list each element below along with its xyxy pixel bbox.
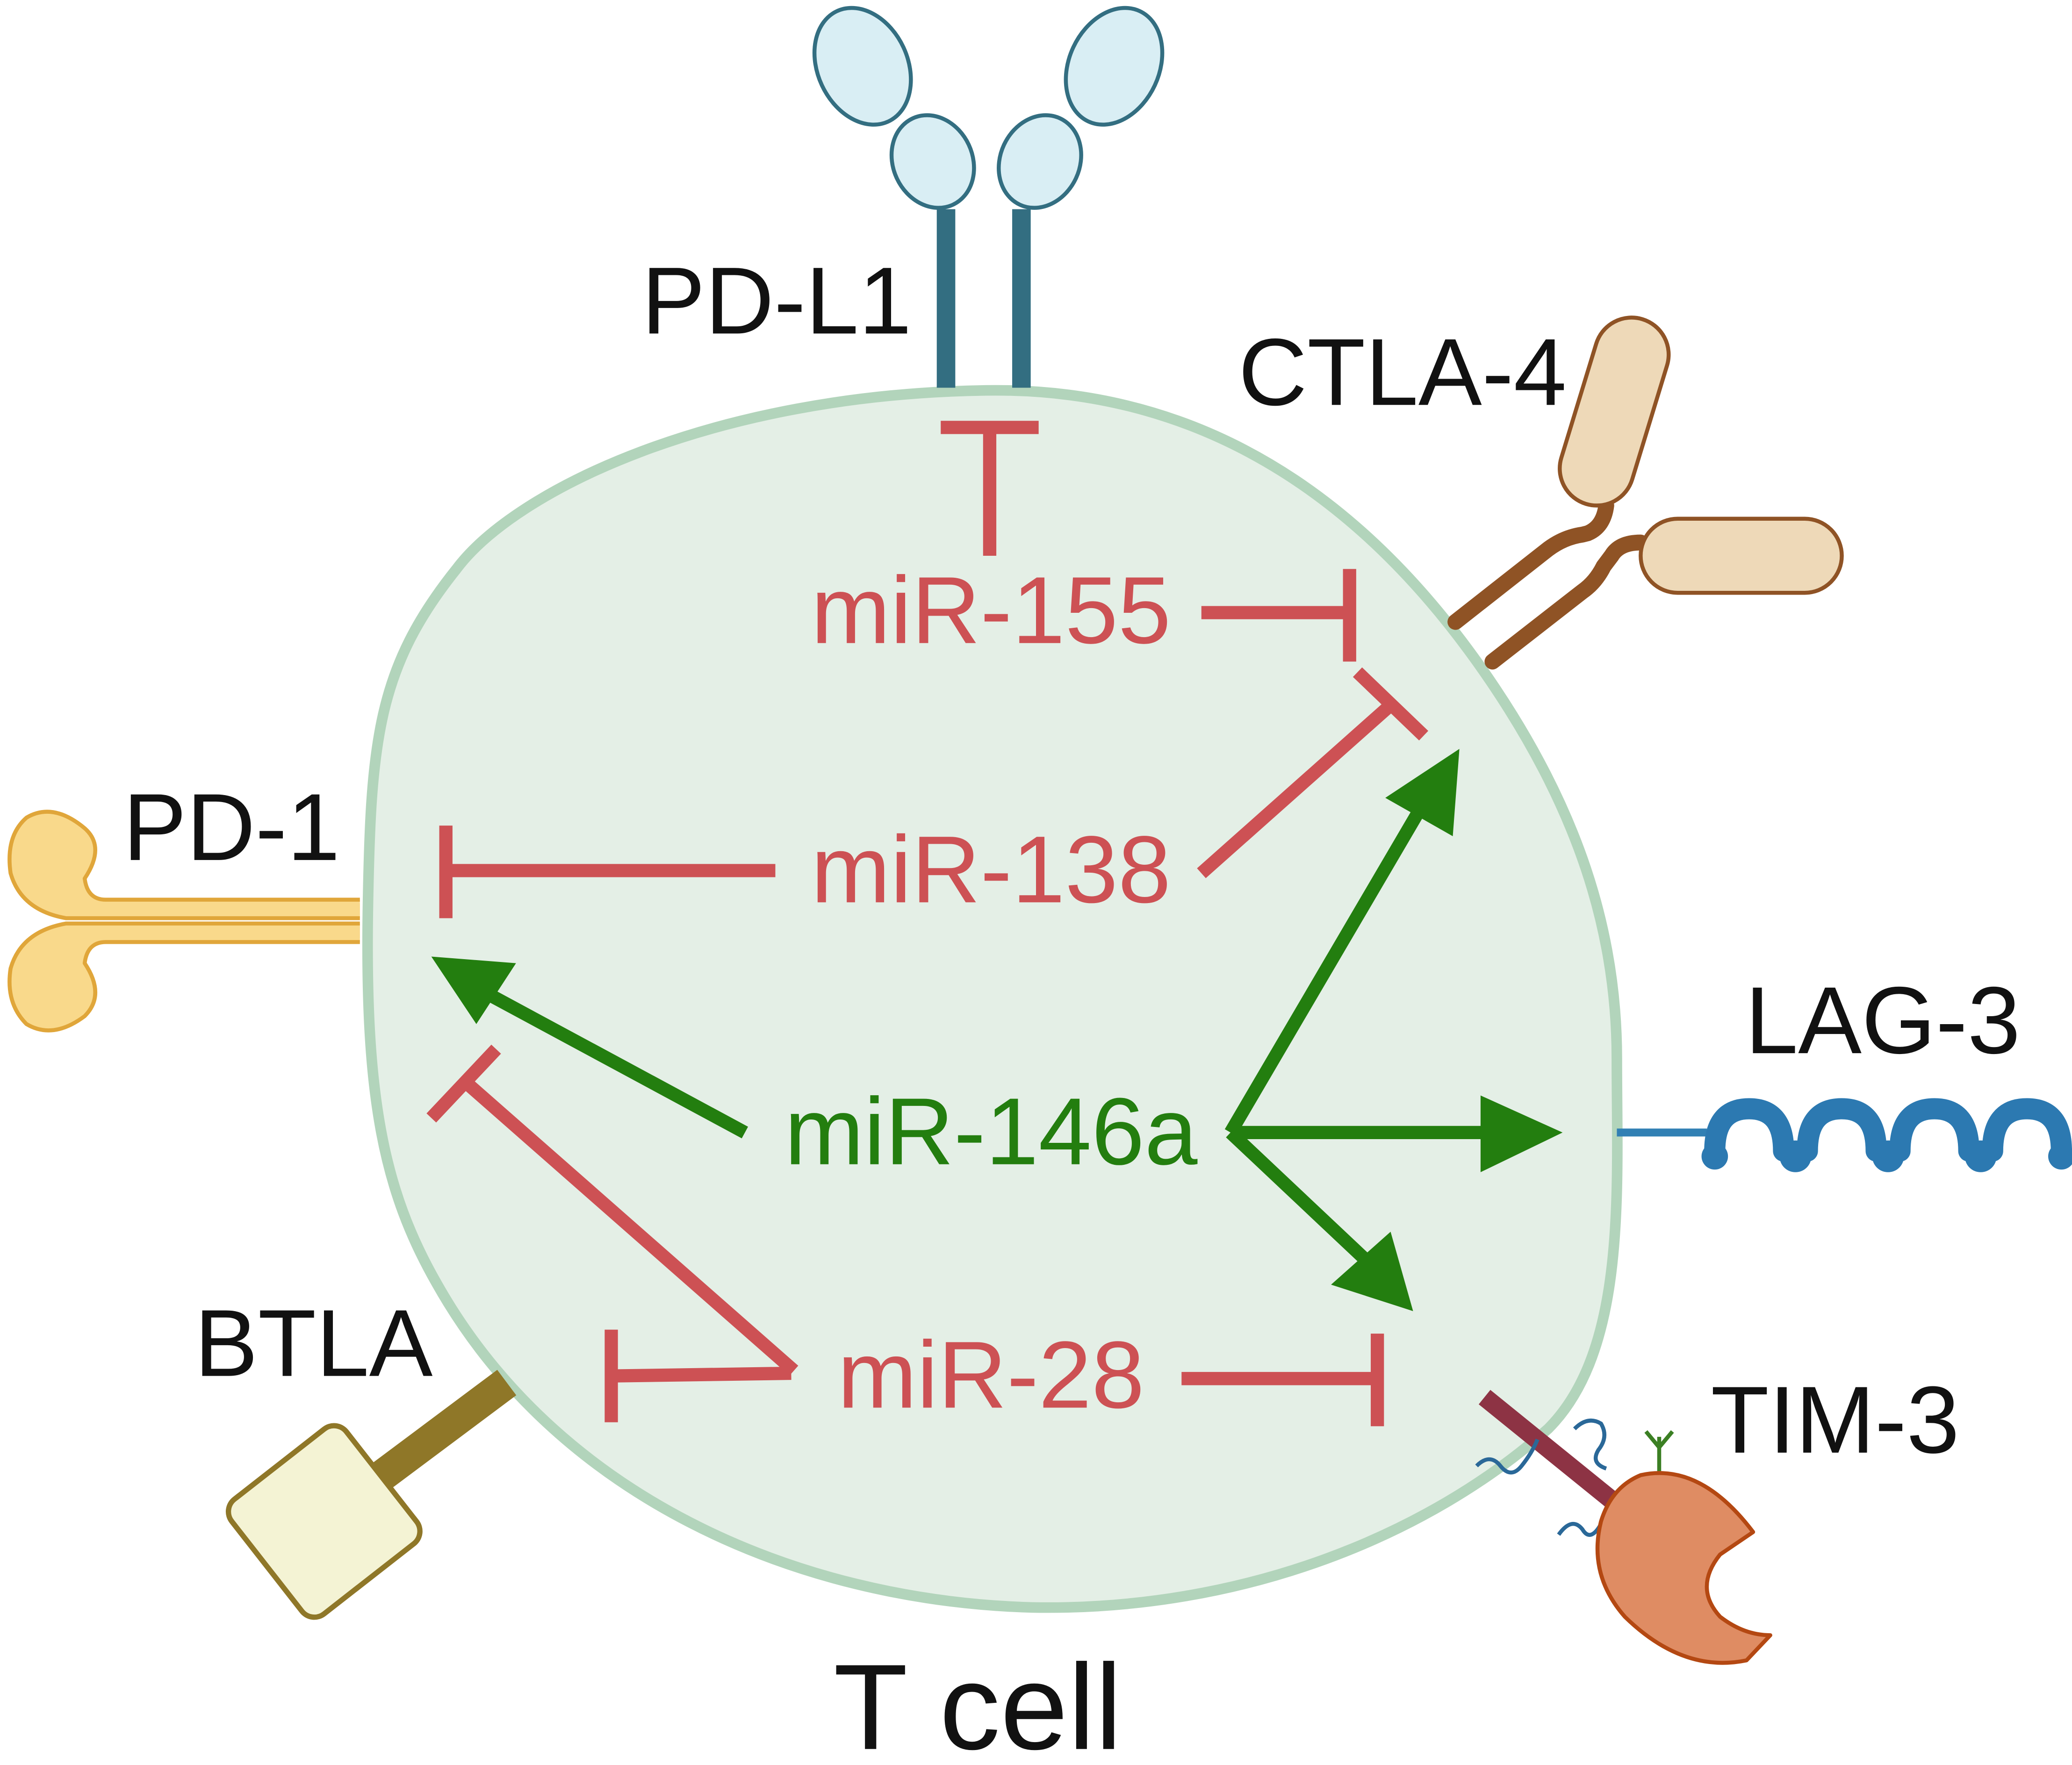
edge-mir138-inhibits-ctla4 bbox=[1197, 699, 1396, 878]
pd-1-label: PD-1 bbox=[123, 775, 340, 881]
pd-l1-label: PD-L1 bbox=[642, 248, 912, 354]
arrowhead-ctla4 bbox=[1385, 749, 1460, 836]
edge-mir28-inhibits-btla bbox=[612, 1366, 791, 1383]
t-cell-label: T cell bbox=[834, 1639, 1122, 1765]
mir-28-label: miR-28 bbox=[837, 1322, 1144, 1428]
ctla-4-receptor-icon bbox=[1447, 316, 1844, 670]
ctla-4-label: CTLA-4 bbox=[1238, 319, 1567, 425]
tim-3-receptor-icon bbox=[1475, 1390, 1772, 1665]
arrowhead-pd1 bbox=[431, 956, 516, 1024]
tim-3-label: TIM-3 bbox=[1711, 1367, 1959, 1473]
edge-mir28-pd1-bar bbox=[426, 1044, 501, 1123]
btla-label: BTLA bbox=[194, 1291, 433, 1397]
lag-3-receptor-icon bbox=[1617, 1098, 2072, 1172]
pd-l1-receptor-icon bbox=[812, 6, 1165, 388]
activation-edges bbox=[431, 749, 1563, 1311]
btla-receptor-icon bbox=[225, 1370, 517, 1620]
edge-mir146a-activates-pd1 bbox=[489, 990, 748, 1139]
edge-mir146a-activates-ctla4 bbox=[1224, 806, 1425, 1136]
t-cell-membrane bbox=[362, 385, 1623, 1613]
inhibition-edges bbox=[426, 421, 1429, 1427]
lag-3-label: LAG-3 bbox=[1745, 968, 2021, 1074]
arrowhead-tim3 bbox=[1331, 1232, 1413, 1311]
mir-138-label: miR-138 bbox=[811, 817, 1171, 923]
edge-mir138-ctla4-bar bbox=[1353, 667, 1429, 741]
edge-mir28-inhibits-pd1 bbox=[461, 1077, 799, 1376]
arrowhead-lag3 bbox=[1480, 1095, 1563, 1172]
mir-146a-label: miR-146a bbox=[784, 1079, 1198, 1185]
edge-mir146a-activates-tim3 bbox=[1226, 1127, 1373, 1267]
pd-1-receptor-icon bbox=[7, 810, 360, 1033]
mir-155-label: miR-155 bbox=[811, 558, 1171, 664]
